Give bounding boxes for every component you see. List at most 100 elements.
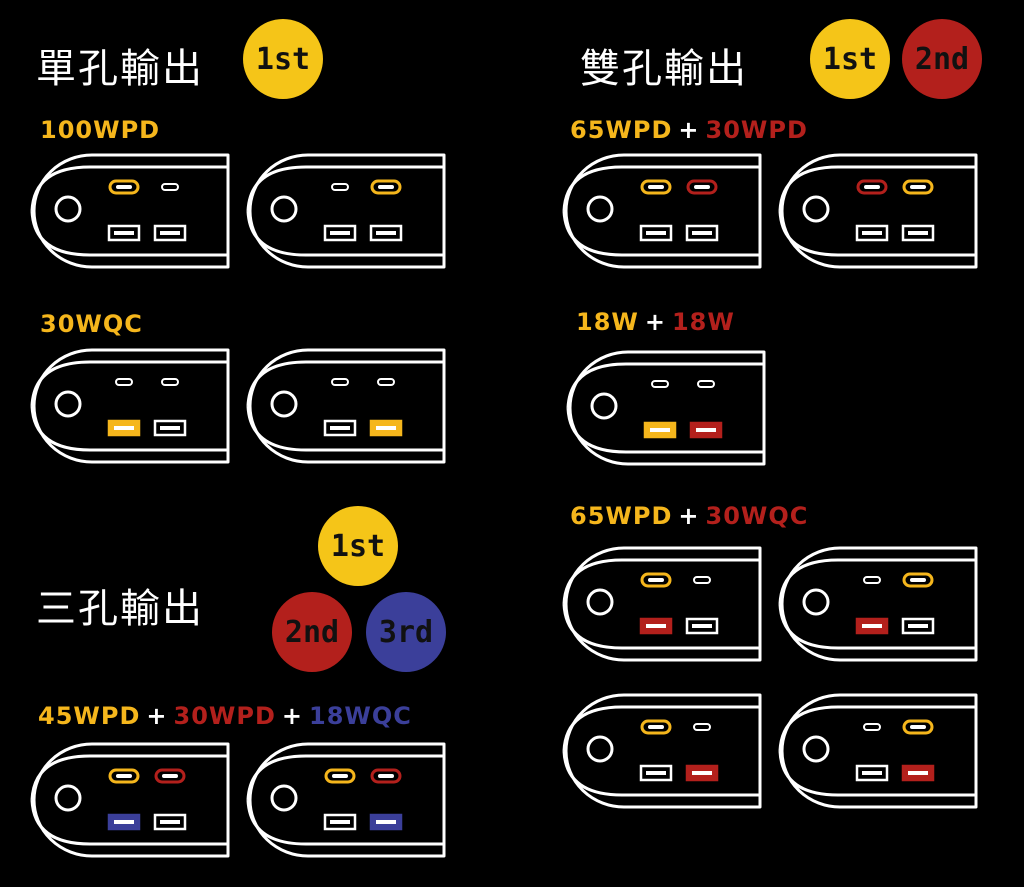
usb-c-port-icon xyxy=(902,572,934,588)
usb-a-port-icon xyxy=(323,813,357,831)
usb-c-port-icon xyxy=(693,576,711,584)
usb-a-port-inner xyxy=(650,428,670,432)
usb-a-port-inner xyxy=(908,624,928,628)
usb-a-port-icon xyxy=(685,224,719,242)
usb-a-port-inner xyxy=(330,426,350,430)
badge-2nd-double: 2nd xyxy=(902,19,982,99)
charger-inner-line xyxy=(778,750,976,797)
usb-a-port-inner xyxy=(376,820,396,824)
usb-c-port-icon xyxy=(108,179,140,195)
charger-inner-line xyxy=(566,362,764,409)
usb-c-port-icon xyxy=(686,179,718,195)
usb-c-port-icon xyxy=(651,380,669,388)
usb-c-port-icon xyxy=(863,723,881,731)
charger-inner-line xyxy=(30,754,228,801)
usb-a-port-inner xyxy=(692,771,712,775)
power-button-icon xyxy=(586,735,614,763)
usb-c-port-icon xyxy=(863,576,881,584)
usb-a-port-icon xyxy=(323,224,357,242)
usb-a-port-inner xyxy=(862,624,882,628)
usb-a-port-inner xyxy=(114,820,134,824)
charger-body-outline xyxy=(248,742,446,858)
usb-c-port-icon xyxy=(640,179,672,195)
usb-c-port-inner xyxy=(648,578,664,582)
charger-inner-line xyxy=(30,360,228,407)
usb-c-port-inner xyxy=(648,185,664,189)
charger-inner-line xyxy=(562,750,760,797)
charger-device xyxy=(562,693,762,809)
charger-inner-line xyxy=(778,603,976,650)
charger-inner-line xyxy=(246,754,444,801)
usb-c-port-icon xyxy=(370,768,402,784)
charger-device xyxy=(246,742,446,858)
power-button-icon xyxy=(590,392,618,420)
charger-device xyxy=(30,348,230,464)
usb-a-port-icon xyxy=(323,419,357,437)
usb-a-port-icon xyxy=(855,764,889,782)
charger-inner-line xyxy=(30,165,228,212)
label-part: 30WPD xyxy=(705,116,808,144)
label-part: 100WPD xyxy=(40,116,161,144)
power-button-icon xyxy=(802,588,830,616)
charger-inner-line xyxy=(562,210,760,257)
power-button-icon xyxy=(270,390,298,418)
label-part: 30WPD xyxy=(173,702,276,730)
badge-1st-triple: 1st xyxy=(318,506,398,586)
usb-a-port-inner xyxy=(330,231,350,235)
power-button-icon xyxy=(802,195,830,223)
charger-body-outline xyxy=(568,350,766,466)
charger-body-outline xyxy=(248,348,446,464)
charger-body-outline xyxy=(780,693,978,809)
usb-c-port-inner xyxy=(116,185,132,189)
charger-body-outline xyxy=(780,546,978,662)
label-45wpd-30wpd-18wqc: 45WPD+30WPD+18WQC xyxy=(38,702,412,730)
charger-device xyxy=(566,350,766,466)
usb-a-port-inner xyxy=(160,426,180,430)
power-button-icon xyxy=(54,784,82,812)
charger-inner-line xyxy=(246,799,444,846)
usb-c-port-icon xyxy=(331,183,349,191)
charger-inner-line xyxy=(778,705,976,752)
badge-3rd-triple: 3rd xyxy=(366,592,446,672)
usb-a-port-inner xyxy=(330,820,350,824)
charger-inner-line xyxy=(778,165,976,212)
usb-c-port-icon xyxy=(324,768,356,784)
charger-device xyxy=(246,153,446,269)
power-button-icon xyxy=(586,195,614,223)
usb-a-port-icon xyxy=(855,224,889,242)
double-port-title: 雙孔輸出 xyxy=(580,46,748,92)
label-plus: + xyxy=(678,116,700,144)
charger-inner-line xyxy=(562,603,760,650)
usb-c-port-inner xyxy=(648,725,664,729)
usb-a-port-inner xyxy=(696,428,716,432)
usb-a-port-icon xyxy=(153,224,187,242)
badge-2nd-triple: 2nd xyxy=(272,592,352,672)
usb-c-port-icon xyxy=(154,768,186,784)
usb-c-port-icon xyxy=(856,179,888,195)
power-button-icon xyxy=(270,784,298,812)
usb-a-port-icon xyxy=(153,813,187,831)
usb-c-port-icon xyxy=(640,572,672,588)
label-plus: + xyxy=(281,702,303,730)
label-65wpd-30wqc: 65WPD+30WQC xyxy=(570,502,808,530)
usb-a-port-inner xyxy=(160,820,180,824)
usb-c-port-icon xyxy=(161,378,179,386)
usb-c-port-inner xyxy=(116,774,132,778)
charger-body-outline xyxy=(32,153,230,269)
charger-inner-line xyxy=(562,558,760,605)
charger-device xyxy=(562,546,762,662)
usb-a-port-inner xyxy=(908,231,928,235)
power-button-icon xyxy=(802,735,830,763)
charger-inner-line xyxy=(30,799,228,846)
charger-inner-line xyxy=(562,705,760,752)
usb-c-port-icon xyxy=(902,179,934,195)
usb-a-port-icon xyxy=(685,617,719,635)
charger-body-outline xyxy=(32,742,230,858)
label-part: 18W xyxy=(671,308,735,336)
usb-c-port-icon xyxy=(697,380,715,388)
usb-a-port-inner xyxy=(862,771,882,775)
usb-c-port-icon xyxy=(377,378,395,386)
usb-a-port-inner xyxy=(646,231,666,235)
usb-c-port-icon xyxy=(640,719,672,735)
usb-a-port-inner xyxy=(376,231,396,235)
